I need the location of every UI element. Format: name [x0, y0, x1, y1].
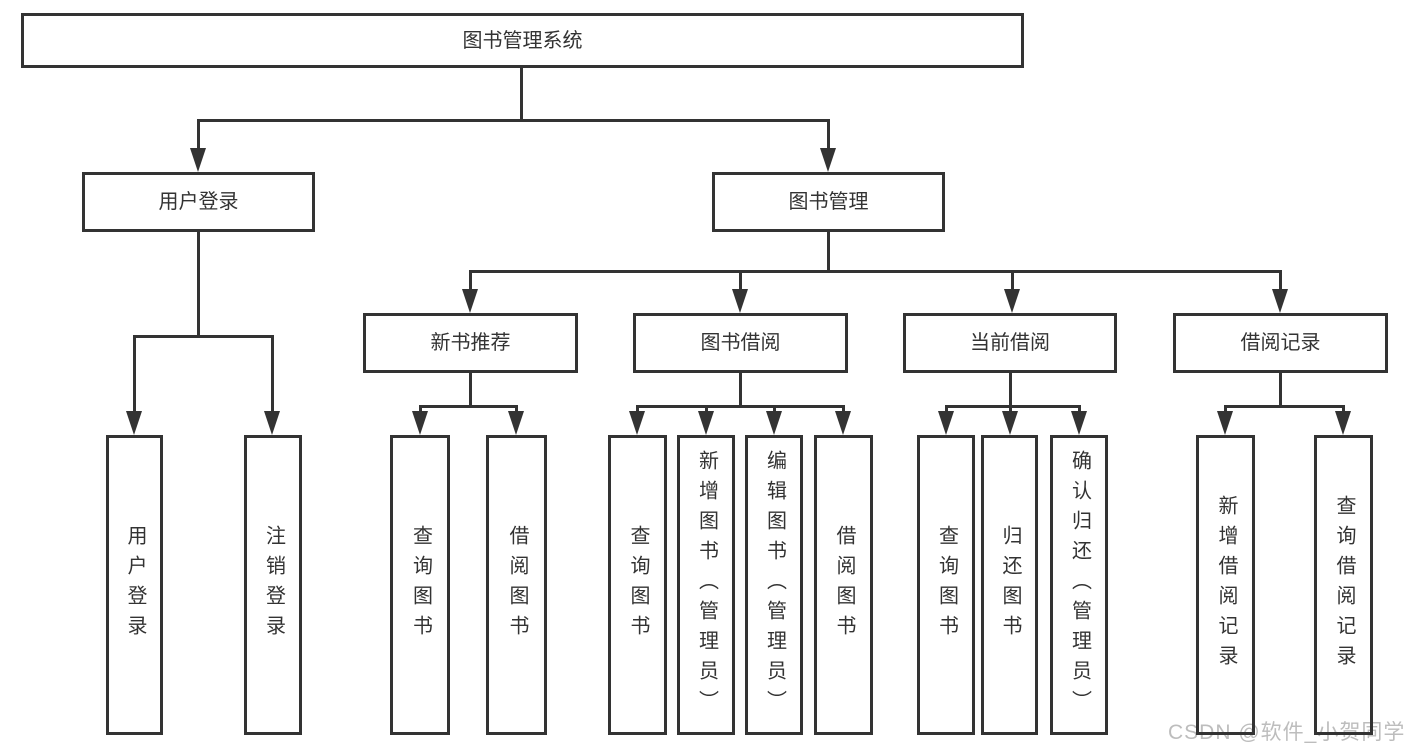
node-label: 编辑图书（管理员）: [763, 450, 786, 720]
node-label: 图书管理: [788, 191, 869, 213]
arrowhead-icon: [412, 411, 428, 435]
connector-line: [827, 119, 830, 152]
arrowhead-icon: [698, 411, 714, 435]
leaf-add-borrow-record: 新增借阅记录: [1196, 435, 1255, 735]
node-label: 新增图书（管理员）: [695, 450, 718, 720]
leaf-confirm-return-admin: 确认归还（管理员）: [1050, 435, 1108, 735]
connector-line: [1279, 270, 1282, 292]
leaf-logout: 注销登录: [244, 435, 302, 735]
connector-line: [197, 119, 200, 152]
leaf-borrow-books-borrowing: 借阅图书: [814, 435, 873, 735]
leaf-return-books: 归还图书: [981, 435, 1038, 735]
arrowhead-icon: [1004, 289, 1020, 313]
connector-line: [197, 232, 200, 338]
node-book-management: 图书管理: [712, 172, 945, 232]
arrowhead-icon: [629, 411, 645, 435]
connector-line: [1224, 405, 1345, 408]
arrowhead-icon: [126, 411, 142, 435]
leaf-edit-book-admin: 编辑图书（管理员）: [745, 435, 803, 735]
connector-line: [469, 270, 472, 292]
node-new-book-recommend: 新书推荐: [363, 313, 578, 373]
leaf-borrow-books-recommend: 借阅图书: [486, 435, 547, 735]
connector-line: [739, 373, 742, 407]
connector-line: [1011, 270, 1014, 292]
connector-line: [705, 405, 708, 415]
connector-line: [515, 405, 518, 415]
node-book-borrowing: 图书借阅: [633, 313, 848, 373]
leaf-query-books-current: 查询图书: [917, 435, 975, 735]
connector-line: [1009, 373, 1012, 407]
leaf-add-book-admin: 新增图书（管理员）: [677, 435, 735, 735]
node-label: 注销登录: [262, 525, 285, 645]
arrowhead-icon: [938, 411, 954, 435]
node-label: 新增借阅记录: [1215, 495, 1237, 675]
node-label: 当前借阅: [970, 332, 1050, 354]
node-borrowing-records: 借阅记录: [1173, 313, 1388, 373]
leaf-query-books-borrowing: 查询图书: [608, 435, 667, 735]
connector-line: [636, 405, 845, 408]
arrowhead-icon: [508, 411, 524, 435]
node-label: 用户登录: [158, 191, 239, 213]
connector-line: [1009, 405, 1012, 415]
arrowhead-icon: [1272, 289, 1288, 313]
node-library-management-system: 图书管理系统: [21, 13, 1024, 68]
node-label: 查询图书: [935, 525, 958, 645]
connector-line: [636, 405, 639, 415]
leaf-query-borrow-record: 查询借阅记录: [1314, 435, 1373, 735]
connector-line: [1279, 373, 1282, 407]
leaf-query-books-recommend: 查询图书: [390, 435, 450, 735]
connector-line: [419, 405, 422, 415]
connector-line: [469, 270, 1282, 273]
arrowhead-icon: [835, 411, 851, 435]
node-label: 图书借阅: [700, 332, 781, 354]
node-label: 查询图书: [409, 525, 432, 645]
node-label: 借阅图书: [506, 525, 528, 645]
node-label: 查询借阅记录: [1333, 495, 1355, 675]
arrowhead-icon: [462, 289, 478, 313]
connector-line: [739, 270, 742, 292]
arrowhead-icon: [1335, 411, 1351, 435]
leaf-user-login: 用户登录: [106, 435, 163, 735]
csdn-watermark: CSDN @软件_小贺同学: [1168, 721, 1405, 744]
node-label: 用户登录: [124, 525, 146, 645]
arrowhead-icon: [1002, 411, 1018, 435]
connector-line: [1078, 405, 1081, 415]
connector-line: [827, 232, 830, 272]
arrowhead-icon: [264, 411, 280, 435]
connector-line: [133, 335, 136, 415]
connector-line: [419, 405, 518, 408]
connector-line: [469, 373, 472, 407]
node-label: 归还图书: [999, 525, 1021, 645]
connector-line: [133, 335, 274, 338]
node-label: 借阅图书: [833, 525, 855, 645]
node-label: 图书管理系统: [462, 29, 583, 52]
arrowhead-icon: [1071, 411, 1087, 435]
connector-line: [945, 405, 948, 415]
node-label: 确认归还（管理员）: [1068, 450, 1091, 720]
connector-line: [271, 335, 274, 415]
connector-line: [520, 68, 523, 119]
arrowhead-icon: [820, 148, 836, 172]
node-label: 借阅记录: [1240, 332, 1321, 354]
node-user-login: 用户登录: [82, 172, 315, 232]
connector-line: [1224, 405, 1227, 415]
node-label: 查询图书: [627, 525, 649, 645]
arrowhead-icon: [190, 148, 206, 172]
connector-line: [197, 119, 830, 122]
arrowhead-icon: [732, 289, 748, 313]
connector-line: [842, 405, 845, 415]
connector-line: [1342, 405, 1345, 415]
connector-line: [945, 405, 1081, 408]
node-label: 新书推荐: [430, 332, 511, 354]
connector-line: [773, 405, 776, 415]
arrowhead-icon: [766, 411, 782, 435]
node-current-borrowing: 当前借阅: [903, 313, 1117, 373]
arrowhead-icon: [1217, 411, 1233, 435]
